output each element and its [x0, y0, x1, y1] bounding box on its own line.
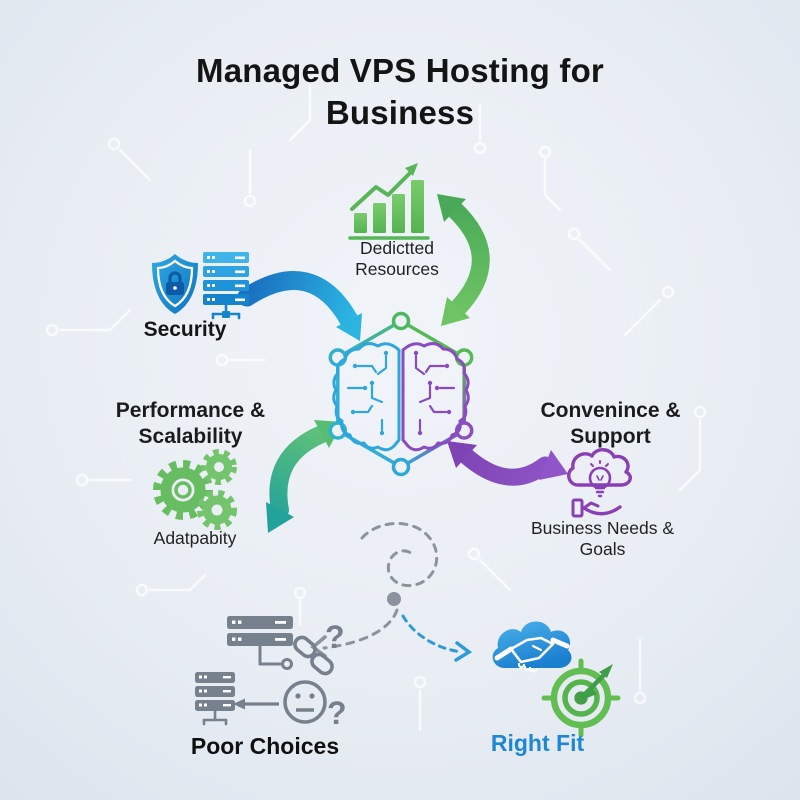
- server-rack-icon: [227, 616, 293, 670]
- server-stack-icon: [203, 252, 249, 320]
- security-label: Security: [143, 318, 227, 341]
- dedicated-resources-label: Dedictted Resources: [355, 238, 439, 280]
- cloud-idea-hand-icon: [567, 448, 632, 518]
- confused-face-icon: [283, 680, 327, 724]
- poor-choices-icons: ? ?: [195, 616, 347, 731]
- question-mark-top: ?: [325, 619, 345, 655]
- business-needs-label: Business Needs & Goals: [531, 518, 674, 560]
- broken-chain-icon: [293, 635, 334, 676]
- question-mark-bottom: ?: [327, 695, 347, 731]
- arrow-security-to-center: [237, 271, 362, 341]
- handshake-cloud-icon: [492, 621, 572, 673]
- path-to-right-fit: [401, 614, 464, 654]
- performance-heading: Performance & Scalability: [115, 399, 266, 448]
- adaptability-label: Adatpabity: [153, 528, 237, 548]
- server-rack-icon-2: [195, 672, 235, 726]
- right-chevron-arrowhead: [454, 641, 473, 662]
- arrow-center-to-performance: [266, 420, 343, 533]
- poor-choices-label: Poor Choices: [190, 733, 340, 759]
- right-fit-label: Right Fit: [490, 730, 585, 756]
- security-shield-server-icon: [152, 252, 249, 320]
- question-swirl: [360, 522, 439, 587]
- gears-icon: [153, 449, 237, 530]
- convenience-heading: Convenince & Support: [540, 399, 681, 448]
- choice-arrow-icon: [233, 698, 279, 710]
- target-goal-icon: [541, 658, 621, 738]
- hexagon-frame: [328, 311, 474, 477]
- page-title: Managed VPS Hosting for Business: [196, 52, 604, 132]
- growth-chart-icon: [348, 163, 430, 240]
- shield-lock-icon: [152, 254, 198, 314]
- circuit-brain-icon: [332, 342, 470, 452]
